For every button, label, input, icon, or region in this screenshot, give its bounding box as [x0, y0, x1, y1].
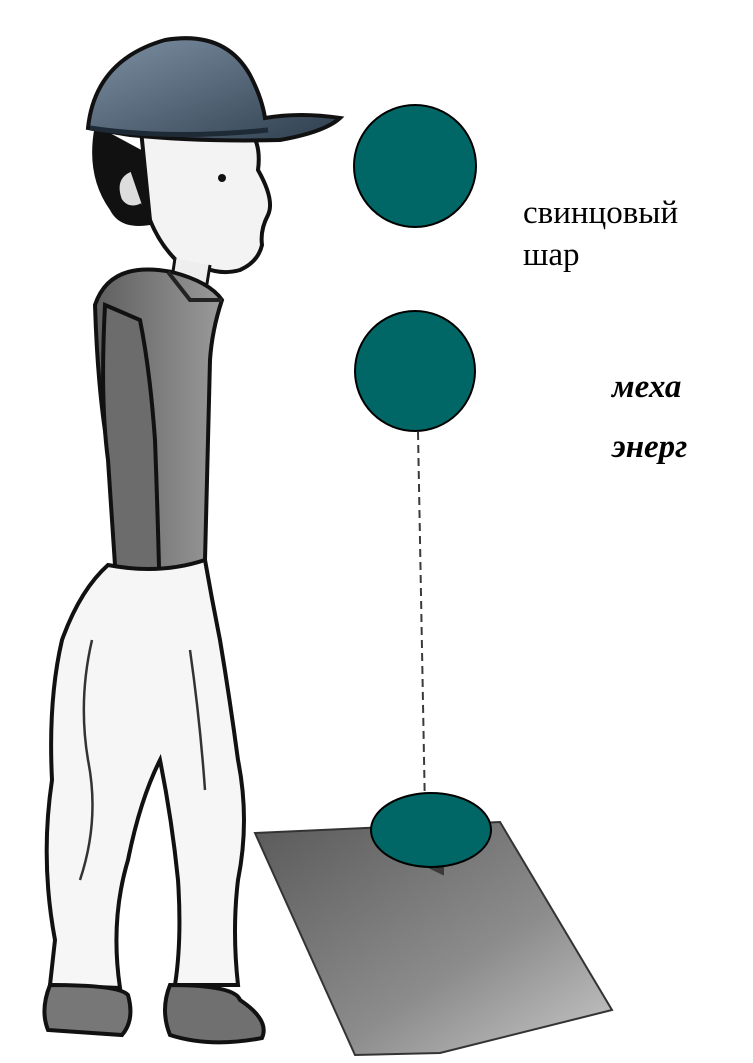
left-shoe	[42, 982, 133, 1038]
trouser-fold	[188, 649, 207, 791]
lead-ball-label: свинцовый шар	[523, 192, 678, 276]
ear	[115, 168, 143, 210]
trousers	[44, 557, 246, 991]
energy-label-line1: меха	[612, 369, 682, 405]
lead-ball-label-line1: свинцовый	[523, 195, 679, 231]
boy-in-cap-figure	[42, 36, 345, 1045]
trouser-fold	[78, 639, 94, 881]
eye-icon	[218, 174, 226, 182]
cap	[85, 36, 345, 143]
lead-ball-icon-middle	[354, 310, 476, 432]
energy-label: меха энерг	[612, 357, 687, 477]
collar	[166, 270, 222, 302]
cap-band	[89, 125, 269, 138]
fall-arrow-icon	[417, 431, 445, 876]
lead-ball-label-line2: шар	[523, 237, 580, 273]
energy-label-line2: энерг	[612, 429, 688, 465]
lead-ball-icon-flattened	[370, 792, 492, 868]
right-shoe	[163, 982, 266, 1045]
lead-ball-icon-top	[353, 104, 477, 228]
